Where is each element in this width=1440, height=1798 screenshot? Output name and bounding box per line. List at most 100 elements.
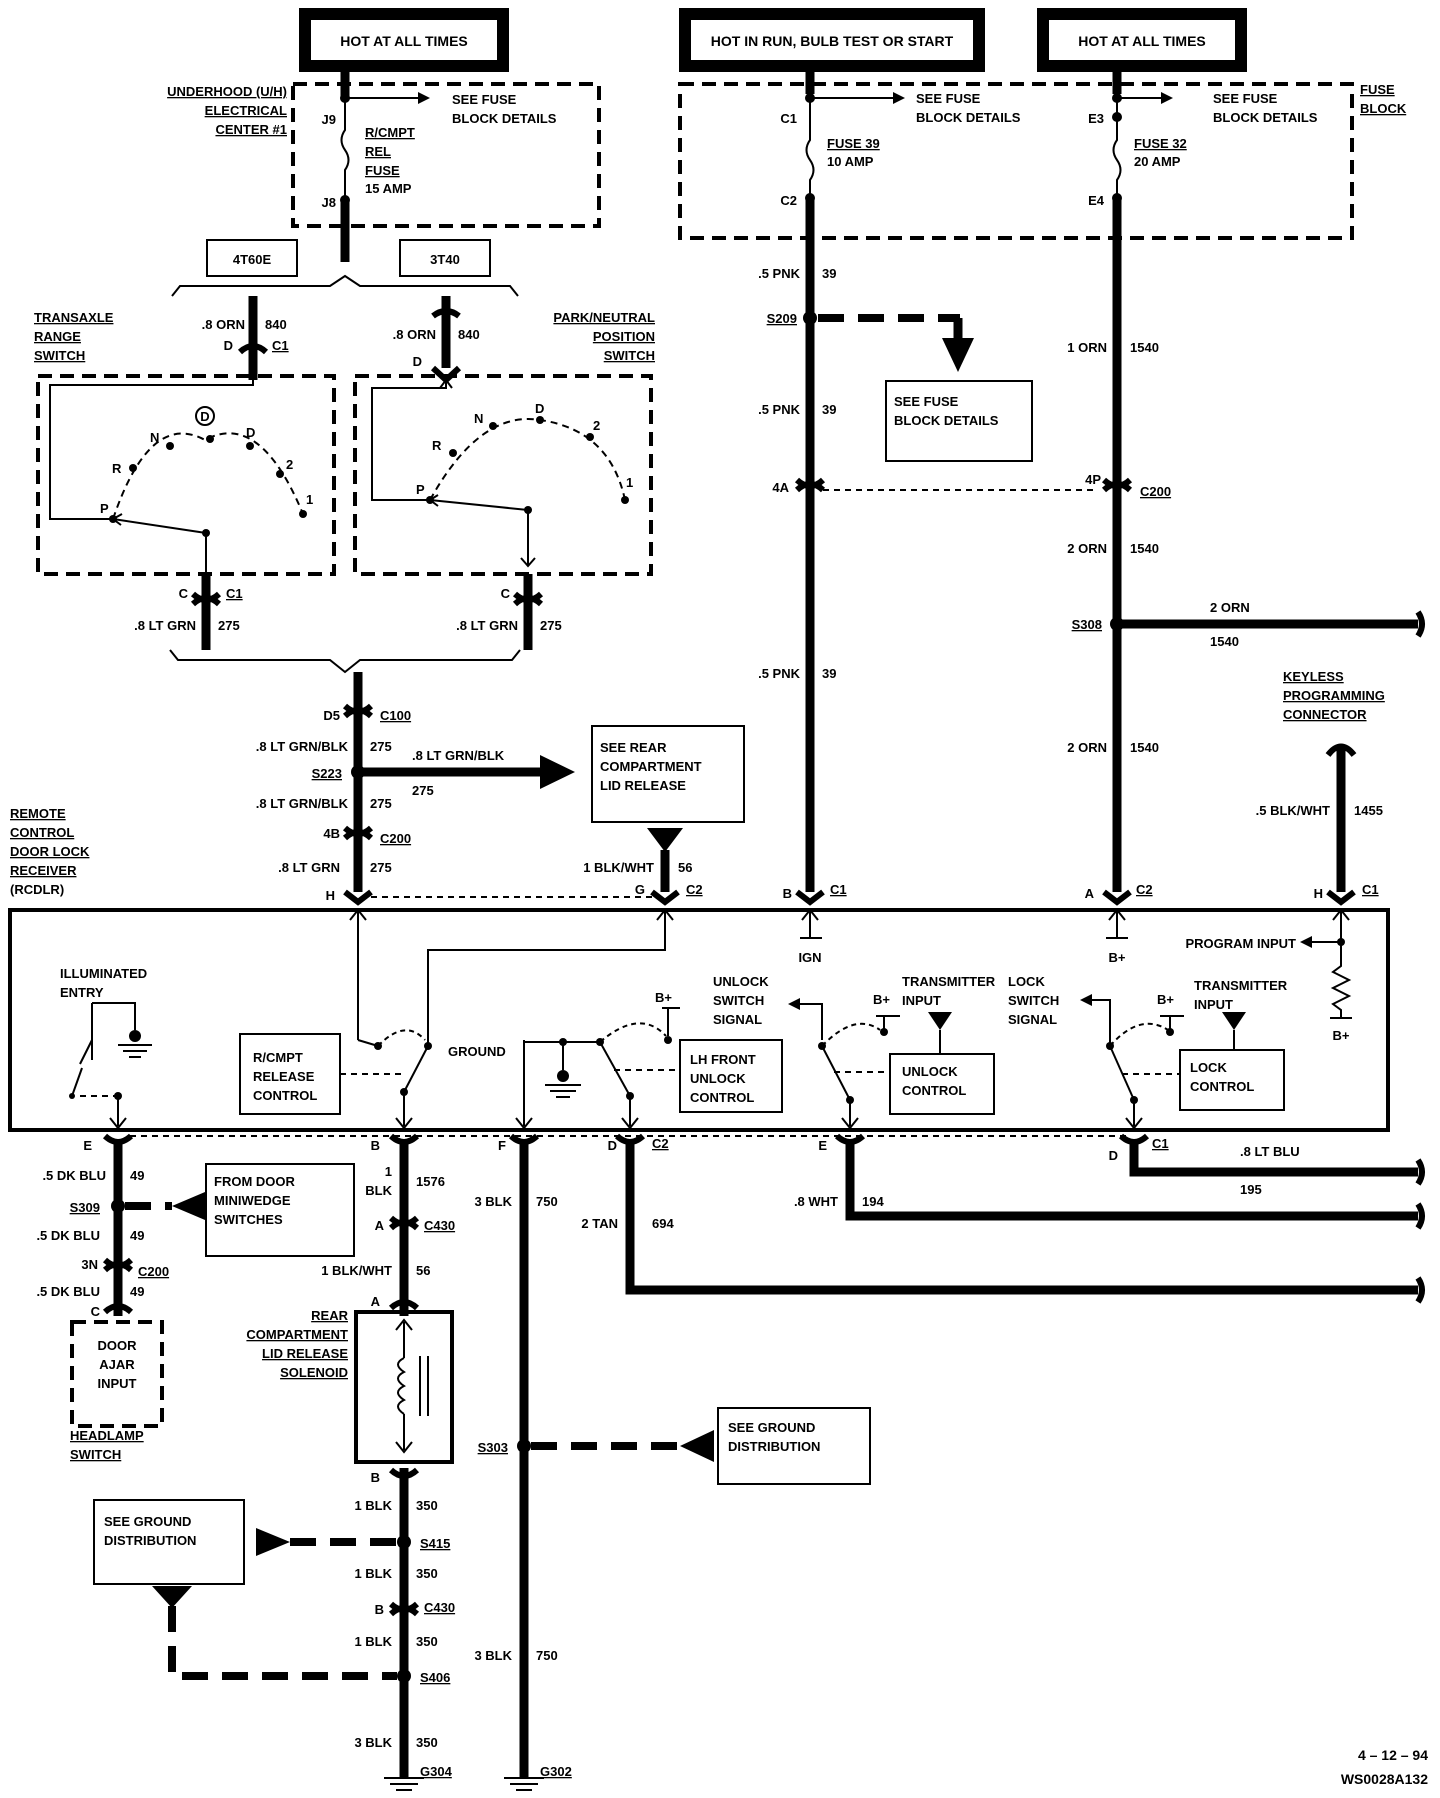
circuit-label: 275 — [370, 796, 392, 811]
circuit-39: .5 PNK 39 S209 .5 PNK 39 4A .5 PNK 39 B … — [758, 198, 1098, 906]
circuit-label: 194 — [862, 1194, 884, 1209]
fuse-label: FUSE 39 — [827, 136, 880, 151]
see-fuse-label: BLOCK DETAILS — [1213, 110, 1318, 125]
wire-label: .8 ORN — [202, 317, 245, 332]
circuit-label: 49 — [130, 1228, 144, 1243]
connector-label: C430 — [424, 1218, 455, 1233]
see-rear-compartment-box: SEE REAR COMPARTMENT LID RELEASE — [591, 725, 745, 823]
circuit-label: 39 — [822, 402, 836, 417]
pin-label: E — [83, 1138, 92, 1153]
pin-label: J9 — [322, 112, 336, 127]
wire-label: 1 BLK/WHT — [583, 860, 654, 875]
box-label: LID RELEASE — [600, 778, 686, 793]
bplus-label: B+ — [873, 992, 890, 1007]
circuit-label: 1576 — [416, 1174, 445, 1189]
circuit-49: .5 DK BLU 49 S309 .5 DK BLU 49 3N C200 .… — [36, 1142, 355, 1462]
solenoid-label: COMPARTMENT — [246, 1327, 348, 1342]
circuit-label: 275 — [540, 618, 562, 633]
ground-label: G304 — [420, 1764, 453, 1779]
wire-label: 1 ORN — [1067, 340, 1107, 355]
circuit-label: 275 — [370, 860, 392, 875]
circuit-label: 350 — [416, 1498, 438, 1513]
transmitter-input-label: TRANSMITTER — [1194, 978, 1288, 993]
circuit-label: 350 — [416, 1735, 438, 1750]
circuit-1540: 1 ORN 1540 4P C200 2 ORN 1540 S308 2 ORN… — [1067, 198, 1425, 906]
header-hot-at-all-times-left: HOT AT ALL TIMES — [299, 8, 509, 72]
ground-label: GROUND — [448, 1044, 506, 1059]
wire-label: 1 — [385, 1164, 392, 1179]
wire-label: .5 PNK — [758, 266, 801, 281]
header-label: HOT IN RUN, BULB TEST OR START — [711, 33, 954, 49]
wire-label: .8 LT GRN/BLK — [412, 748, 505, 763]
circuit-label: 275 — [370, 739, 392, 754]
connector-label: C1 — [1362, 882, 1379, 897]
footer: 4 – 12 – 94 WS0028A132 — [1341, 1747, 1428, 1787]
splice-label: S406 — [420, 1670, 450, 1685]
pin-label: H — [326, 888, 335, 903]
ground-label: G302 — [540, 1764, 572, 1779]
pin-label: A — [371, 1294, 381, 1309]
see-fuse-block-details-box: SEE FUSE BLOCK DETAILS — [885, 380, 1033, 462]
switch-title: TRANSAXLE — [34, 310, 114, 325]
pin-label: B — [371, 1138, 380, 1153]
pin-label: E4 — [1088, 193, 1105, 208]
wire-label: .5 BLK/WHT — [1256, 803, 1330, 818]
box-label: SEE GROUND — [728, 1420, 815, 1435]
pin-label: A — [1085, 886, 1095, 901]
module-title: (RCDLR) — [10, 882, 64, 897]
connector-title: PROGRAMMING — [1283, 688, 1385, 703]
see-fuse-label: BLOCK DETAILS — [916, 110, 1021, 125]
circuit-195: .8 LT BLU 195 — [1129, 1142, 1425, 1197]
fuse-amp: 20 AMP — [1134, 154, 1181, 169]
position-label: 1 — [626, 475, 633, 490]
position-label: 2 — [593, 418, 600, 433]
circuit-label: 350 — [416, 1634, 438, 1649]
bplus-label: B+ — [1109, 950, 1126, 965]
position-label: 2 — [286, 457, 293, 472]
transmitter-input-label: TRANSMITTER — [902, 974, 996, 989]
door-ajar-label: INPUT — [98, 1376, 137, 1391]
fuse-label: R/CMPT — [365, 125, 415, 140]
pin-label: D — [413, 354, 422, 369]
switch-title: SWITCH — [604, 348, 655, 363]
lock-control-label: LOCK — [1190, 1060, 1227, 1075]
wire-label: .5 DK BLU — [36, 1228, 100, 1243]
rcdlr-module: REMOTE CONTROL DOOR LOCK RECEIVER (RCDLR… — [8, 806, 1390, 1132]
circuit-label: 1540 — [1130, 740, 1159, 755]
transmission-option-boxes: 4T60E 3T40 — [169, 239, 521, 674]
circuit-label: 39 — [822, 266, 836, 281]
module-title: RECEIVER — [10, 863, 77, 878]
door-miniwedge-label: FROM DOOR — [214, 1174, 295, 1189]
box-label: SEE FUSE — [894, 394, 959, 409]
pin-label: 4P — [1085, 472, 1101, 487]
connector-label: C430 — [424, 1600, 455, 1615]
circuit-694: 2 TAN 694 — [581, 1142, 1425, 1304]
wire-label: 1 BLK/WHT — [321, 1263, 392, 1278]
wire-label: 3 BLK — [474, 1194, 512, 1209]
position-label: 1 — [306, 492, 313, 507]
position-label: P — [100, 501, 109, 516]
pin-label: D5 — [323, 708, 340, 723]
connector-label: C200 — [138, 1264, 169, 1279]
pin-label: C — [179, 586, 189, 601]
circuit-label: 750 — [536, 1194, 558, 1209]
connector-label: C1 — [226, 586, 243, 601]
transmission-label: 4T60E — [233, 252, 272, 267]
circuit-label: 840 — [265, 317, 287, 332]
wire-label: .5 PNK — [758, 402, 801, 417]
circuit-1576-350: 1 BLK 1576 A C430 1 BLK/WHT 56 A REAR CO… — [168, 1142, 455, 1791]
circuit-label: 56 — [416, 1263, 430, 1278]
connector-label: C1 — [1152, 1136, 1169, 1151]
rcmpt-control-label: R/CMPT — [253, 1050, 303, 1065]
box-label: COMPARTMENT — [600, 759, 702, 774]
bplus-label: B+ — [655, 990, 672, 1005]
wire-label: .8 LT GRN — [134, 618, 196, 633]
pin-label: C1 — [780, 111, 797, 126]
wire-label: 2 ORN — [1067, 740, 1107, 755]
pin-label: C2 — [780, 193, 797, 208]
connector-label: C2 — [652, 1136, 669, 1151]
unlock-control-label: CONTROL — [902, 1083, 966, 1098]
connector-label: C2 — [1136, 882, 1153, 897]
wire-label: .8 LT BLU — [1240, 1144, 1300, 1159]
pin-label: C — [91, 1304, 101, 1319]
